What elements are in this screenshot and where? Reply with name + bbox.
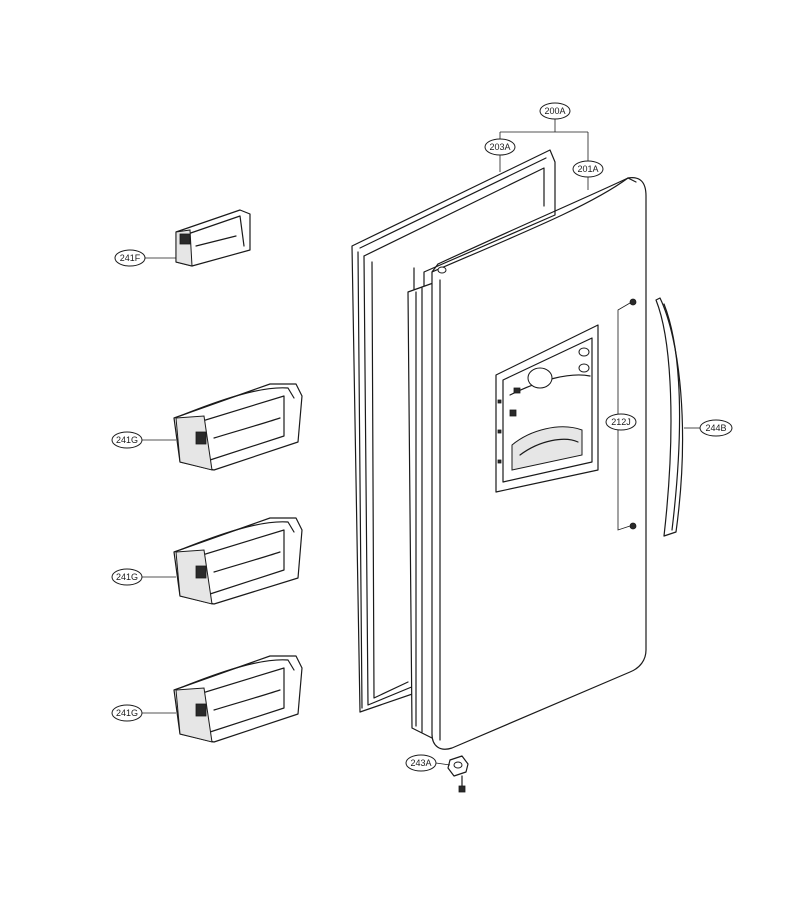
callout-label: 241G <box>116 435 138 445</box>
callout-201A: 201A <box>572 160 604 178</box>
callout-203A: 203A <box>484 138 516 156</box>
callout-241F: 241F <box>114 249 146 267</box>
callout-241G-2: 241G <box>111 568 143 586</box>
callout-241G-1: 241G <box>111 431 143 449</box>
leader-lines <box>142 257 700 766</box>
callout-244B: 244B <box>699 419 733 437</box>
callout-label: 241G <box>116 708 138 718</box>
door-bin-3 <box>173 655 303 743</box>
door-handle <box>655 297 684 537</box>
dispenser-recess <box>495 324 599 493</box>
callout-label: 201A <box>577 164 598 174</box>
callout-label: 241G <box>116 572 138 582</box>
callout-label: 212J <box>611 417 631 427</box>
callout-label: 243A <box>410 758 431 768</box>
callout-label: 241F <box>120 253 141 263</box>
callout-243A: 243A <box>405 754 437 772</box>
callout-label: 244B <box>705 423 726 433</box>
callout-241G-3: 241G <box>111 704 143 722</box>
callout-212J: 212J <box>605 413 637 431</box>
door-gasket <box>351 149 556 713</box>
callout-label: 203A <box>489 142 510 152</box>
callout-label: 200A <box>544 106 565 116</box>
callout-200A: 200A <box>539 102 571 120</box>
door-bin-2 <box>173 517 303 605</box>
door-bin-1 <box>173 383 303 471</box>
door-bin-small <box>175 209 251 267</box>
lower-hinge <box>447 755 469 793</box>
